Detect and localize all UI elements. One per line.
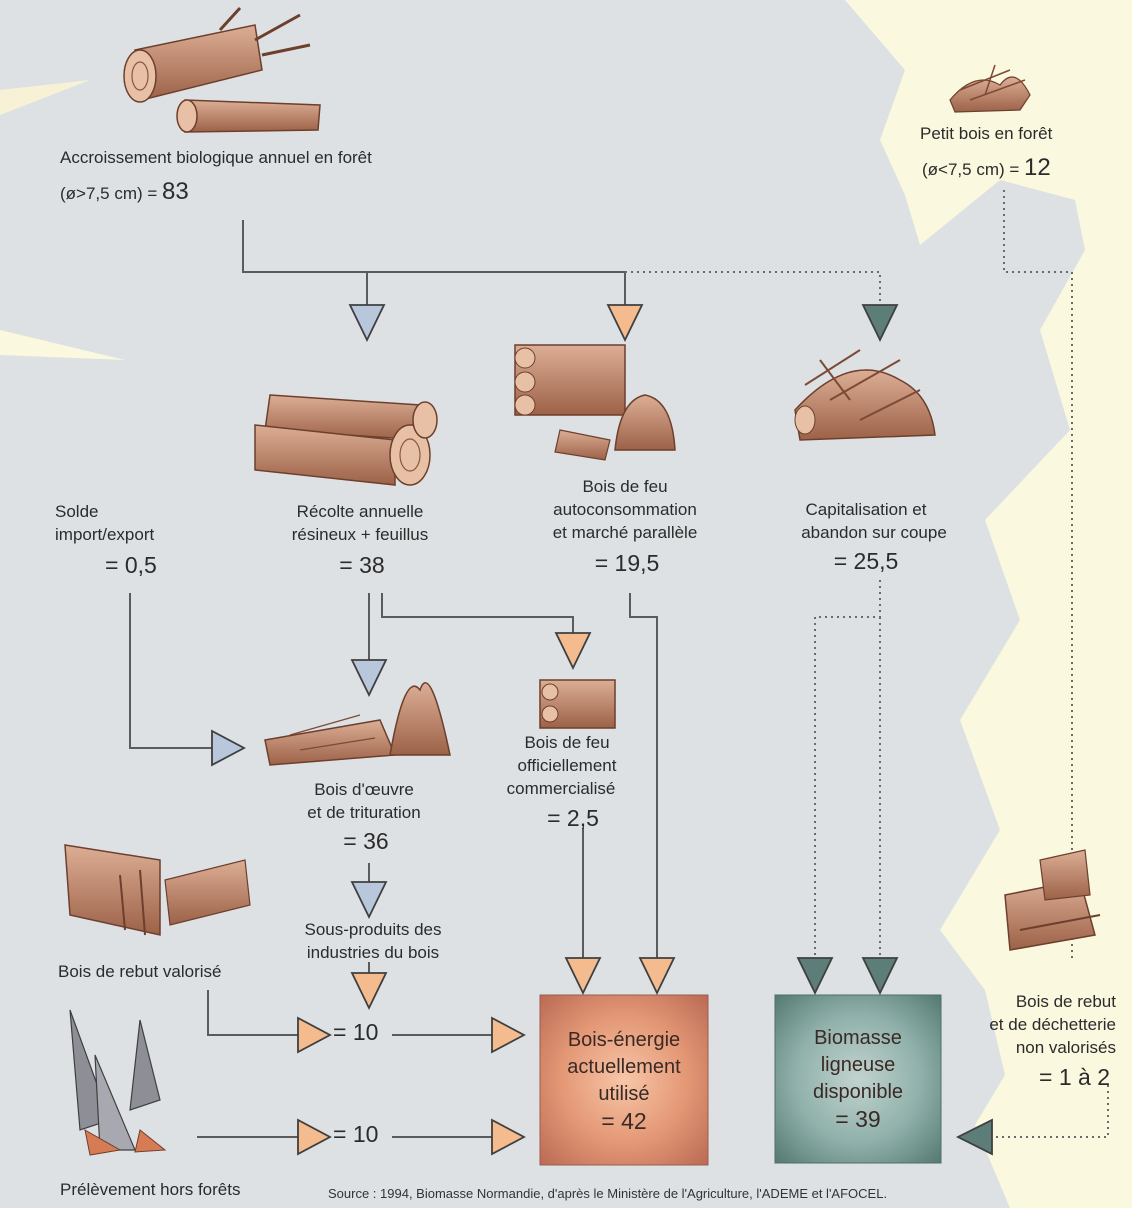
bois-feu-off-label-3: commercialisé [507,777,616,800]
biomasse-line-1: Biomasse [775,1025,941,1052]
biomasse-line-3: disponible [775,1079,941,1106]
recolte-value: = 38 [339,554,384,577]
bois-feu-off-label-1: Bois de feu [524,731,609,754]
biomasse-text: Biomasse ligneuse disponible = 39 [775,1025,941,1133]
capitalisation-label-2: abandon sur coupe [801,521,947,544]
biomasse-value: = 39 [775,1106,941,1133]
accroissement-label: Accroissement biologique annuel en forêt [60,146,372,169]
capitalisation-value: = 25,5 [834,550,899,573]
petit-bois-label: Petit bois en forêt [920,122,1052,145]
harvest-logs-illustration [255,395,437,485]
sous-produits-label-2: industries du bois [307,941,439,964]
accroissement-sub: (ø>7,5 cm) = [60,184,157,203]
bois-energie-line-2: actuellement [540,1054,708,1081]
prelevement-label: Prélèvement hors forêts [60,1178,240,1201]
rebut-dechetterie-label-3: non valorisés [1016,1036,1116,1059]
flow-rebut-value: = 10 [333,1021,378,1044]
bois-energie-value: = 42 [540,1108,708,1135]
recolte-label-2: résineux + feuillus [292,523,429,546]
bois-energie-line-1: Bois-énergie [540,1027,708,1054]
petit-bois-value-line: (ø<7,5 cm) = 12 [922,156,1051,181]
rebut-dechetterie-label-1: Bois de rebut [1016,990,1116,1013]
rebut-valorise-label: Bois de rebut valorisé [58,960,221,983]
bois-feu-auto-value: = 19,5 [595,552,660,575]
source-note: Source : 1994, Biomasse Normandie, d'apr… [328,1182,887,1205]
capitalisation-label-1: Capitalisation et [806,498,927,521]
bois-feu-auto-label-3: et marché parallèle [553,521,698,544]
bois-oeuvre-label-2: et de trituration [307,801,420,824]
bois-energie-text: Bois-énergie actuellement utilisé = 42 [540,1027,708,1135]
petit-bois-value: 12 [1024,154,1051,181]
bois-oeuvre-value: = 36 [343,830,388,853]
firewood-small-illustration [540,680,615,728]
solde-value: = 0,5 [105,554,157,577]
petit-bois-sub: (ø<7,5 cm) = [922,160,1019,179]
bois-feu-off-label-2: officiellement [518,754,617,777]
solde-label-2: import/export [55,523,154,546]
biomasse-line-2: ligneuse [775,1052,941,1079]
accroissement-value-line: (ø>7,5 cm) = 83 [60,180,189,205]
bois-feu-auto-label-2: autoconsommation [553,498,697,521]
solde-label-1: Solde [55,500,98,523]
recolte-label-1: Récolte annuelle [297,500,424,523]
bois-feu-auto-label-1: Bois de feu [582,475,667,498]
accroissement-value: 83 [162,178,189,205]
bois-oeuvre-label-1: Bois d'œuvre [314,778,414,801]
rebut-dechetterie-label-2: et de déchetterie [989,1013,1116,1036]
bois-energie-line-3: utilisé [540,1081,708,1108]
sous-produits-label-1: Sous-produits des [304,918,441,941]
flow-prelevement-value: = 10 [333,1123,378,1146]
rebut-dechetterie-value: = 1 à 2 [1039,1066,1110,1089]
bois-feu-off-value: = 2,5 [547,807,599,830]
